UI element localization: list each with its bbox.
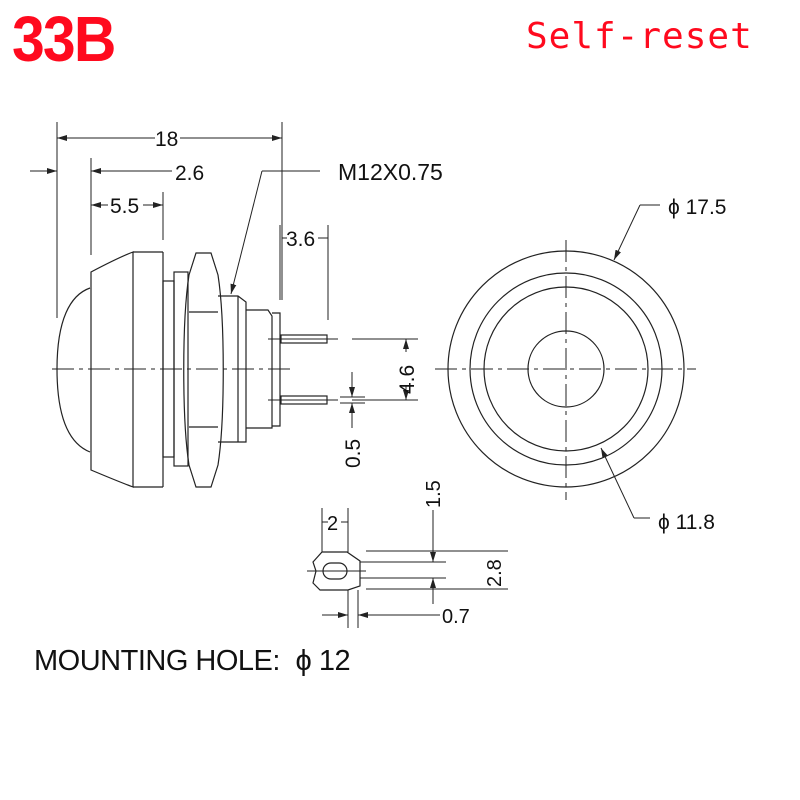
mounting-hole-spec: MOUNTING HOLE: ϕ 12 [34, 645, 351, 678]
dim-cap-width: 5.5 [110, 195, 139, 218]
dim-overall-length: 18 [155, 128, 178, 151]
mounting-hole-value: ϕ 12 [295, 645, 351, 677]
thread-spec: M12X0.75 [338, 159, 443, 185]
dim-terminal-width: 2 [327, 513, 338, 535]
mounting-hole-label: MOUNTING HOLE: [34, 645, 280, 677]
front-view: ϕ 17.5 ϕ 11.8 [435, 196, 726, 534]
terminal-detail: 2 1.5 2.8 0.7 [307, 480, 508, 628]
model-title: 33B [12, 3, 116, 75]
dim-pin-spacing: 4.6 [396, 365, 419, 394]
dim-terminal-thickness: 0.7 [442, 606, 470, 628]
side-view: 18 2.6 5.5 3.6 M12X0.75 [30, 122, 443, 488]
dim-terminal-height: 2.8 [484, 559, 506, 587]
switch-type-label: Self-reset [526, 16, 753, 57]
inner-diameter-label: ϕ 11.8 [658, 511, 715, 534]
dim-terminal-length: 3.6 [286, 228, 315, 251]
dim-pin-thickness: 0.5 [342, 439, 365, 468]
dim-terminal-hole: 1.5 [423, 480, 445, 508]
dim-cap-offset: 2.6 [175, 162, 204, 185]
outer-diameter-label: ϕ 17.5 [668, 196, 726, 219]
